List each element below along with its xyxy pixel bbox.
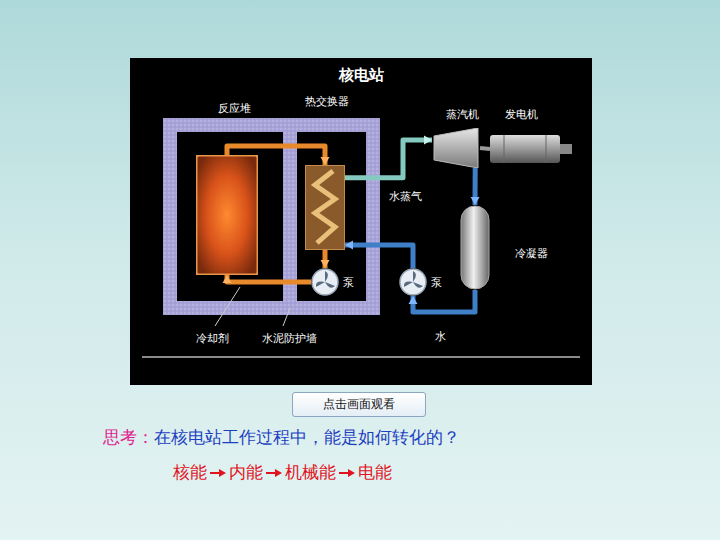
- pipe-connector: [345, 240, 413, 268]
- energy-form: 内能: [229, 461, 263, 484]
- condenser-shape: [460, 205, 490, 290]
- chain-arrow: [209, 467, 227, 479]
- energy-form: 电能: [358, 461, 392, 484]
- pump: 泵: [311, 268, 339, 296]
- reactor-shape: [196, 155, 258, 275]
- energy-form: 机械能: [285, 461, 336, 484]
- part-label: 冷却剂: [196, 332, 229, 345]
- pipe-line: [227, 275, 311, 282]
- pump: 泵: [399, 268, 427, 296]
- part-label: 反应堆: [218, 102, 251, 115]
- pipe-connector: [321, 250, 330, 268]
- chain-arrow: [265, 467, 283, 479]
- pipe-line: [345, 245, 413, 268]
- part-label: 冷凝器: [515, 247, 548, 260]
- part-label: 泵: [431, 276, 442, 289]
- pump-shape: [311, 268, 339, 296]
- pipe-connector: [480, 148, 490, 149]
- question-text: 在核电站工作过程中，能是如何转化的？: [154, 426, 460, 449]
- pipe-line: [413, 290, 475, 312]
- part-label: 水泥防护墙: [262, 332, 317, 345]
- part-label: 蒸汽机: [446, 108, 479, 121]
- pipe-connector: [471, 168, 480, 205]
- steam-engine: 蒸汽机: [432, 128, 480, 168]
- pipe-connector: [345, 136, 432, 178]
- question-prefix: 思考：: [103, 426, 154, 449]
- arrow-head: [424, 136, 432, 145]
- pipe-label: 水蒸气: [389, 190, 422, 203]
- part-label: 泵: [343, 276, 354, 289]
- button-text: 点击画面观看: [323, 396, 395, 413]
- energy-form: 核能: [173, 461, 207, 484]
- pump-shape: [399, 268, 427, 296]
- energy-chain: 核能内能机械能电能: [173, 461, 392, 484]
- question-line: 思考：在核电站工作过程中，能是如何转化的？: [103, 426, 460, 449]
- play-button: 点击画面观看: [292, 392, 426, 417]
- reactor: 反应堆: [196, 155, 258, 275]
- pipe-connector: [223, 275, 312, 283]
- generator: 发电机: [490, 133, 572, 165]
- arrow-head: [321, 157, 330, 165]
- part-label: 热交换器: [305, 95, 349, 108]
- arrow-head: [471, 197, 480, 205]
- condenser: 冷凝器: [460, 205, 490, 290]
- leader-line: [283, 308, 290, 326]
- heat-exchanger: 热交换器: [305, 165, 345, 250]
- arrow-head: [409, 296, 418, 304]
- arrow-head: [321, 260, 330, 268]
- diagram-title: 核电站: [339, 66, 384, 84]
- generator-shape: [490, 133, 572, 165]
- engine-shape: [432, 128, 480, 168]
- rule-line: [142, 356, 580, 358]
- exchanger-shape: [305, 165, 345, 250]
- chain-arrow: [338, 467, 356, 479]
- leader-line: [215, 287, 240, 326]
- pipe-label: 水: [435, 330, 446, 343]
- pipe-line: [345, 140, 432, 178]
- part-label: 发电机: [505, 108, 538, 121]
- arrow-head: [345, 240, 353, 249]
- concrete-wall: [163, 118, 380, 315]
- arrow-head: [223, 275, 232, 283]
- pipe-line: [480, 148, 490, 149]
